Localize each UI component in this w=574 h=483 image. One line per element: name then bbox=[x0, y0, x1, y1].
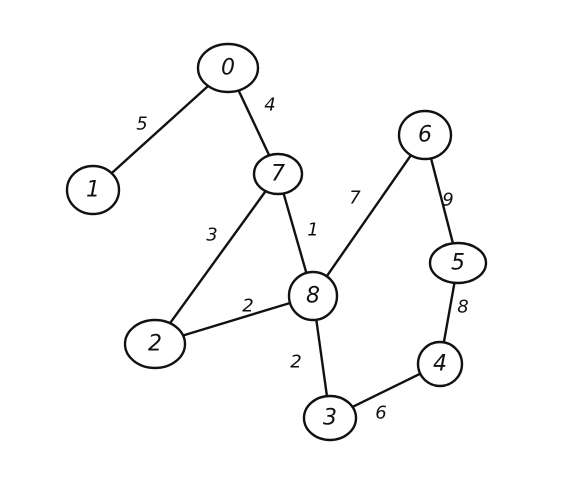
node-0: 0 bbox=[196, 42, 260, 94]
edge-7-8 bbox=[282, 192, 308, 275]
edge-weight-7-8: 1 bbox=[307, 220, 318, 241]
node-2: 2 bbox=[123, 318, 187, 370]
node-label: 6 bbox=[418, 123, 432, 148]
node-8: 8 bbox=[287, 270, 339, 322]
node-label: 2 bbox=[148, 332, 162, 357]
edges-layer bbox=[110, 84, 456, 409]
edge-0-1 bbox=[110, 84, 210, 175]
node-circle bbox=[196, 42, 260, 94]
edge-5-6 bbox=[429, 157, 455, 245]
edge-weight-7-2: 3 bbox=[206, 225, 217, 246]
edge-0-7 bbox=[237, 89, 271, 157]
edge-4-5 bbox=[442, 281, 456, 344]
edge-weight-3-4: 6 bbox=[375, 403, 386, 424]
node-circle bbox=[65, 164, 121, 216]
node-circle bbox=[302, 394, 358, 442]
edge-8-6 bbox=[325, 153, 413, 278]
edge-weight-5-6: 9 bbox=[442, 190, 453, 211]
edge-weight-0-1: 5 bbox=[136, 114, 147, 135]
node-label: 0 bbox=[221, 56, 235, 81]
node-circle bbox=[287, 270, 339, 322]
edge-weight-4-5: 8 bbox=[457, 297, 468, 318]
node-5: 5 bbox=[428, 241, 488, 285]
node-label: 4 bbox=[433, 352, 447, 377]
node-label: 1 bbox=[86, 178, 100, 203]
node-circle bbox=[123, 318, 187, 370]
node-4: 4 bbox=[416, 340, 464, 388]
node-circle bbox=[397, 109, 453, 161]
node-circle bbox=[252, 152, 304, 196]
edge-8-3 bbox=[315, 318, 329, 398]
edge-weight-8-3: 2 bbox=[290, 352, 301, 373]
edge-3-4 bbox=[351, 372, 422, 409]
node-label: 5 bbox=[451, 251, 465, 276]
node-label: 8 bbox=[306, 284, 320, 309]
node-circle bbox=[428, 241, 488, 285]
node-3: 3 bbox=[302, 394, 358, 442]
node-1: 1 bbox=[65, 164, 121, 216]
node-6: 6 bbox=[397, 109, 453, 161]
edge-2-8 bbox=[181, 301, 292, 337]
edge-weight-2-8: 2 bbox=[242, 296, 253, 317]
node-label: 7 bbox=[271, 162, 285, 187]
node-circle bbox=[416, 340, 464, 388]
edge-weight-8-6: 7 bbox=[349, 188, 361, 209]
node-7: 7 bbox=[252, 152, 304, 196]
node-label: 3 bbox=[323, 406, 337, 431]
edge-weight-0-7: 4 bbox=[264, 95, 275, 116]
edge-7-2 bbox=[168, 189, 267, 325]
nodes-layer: 0 1 2 3 4 5 6 7 8 bbox=[65, 42, 488, 442]
